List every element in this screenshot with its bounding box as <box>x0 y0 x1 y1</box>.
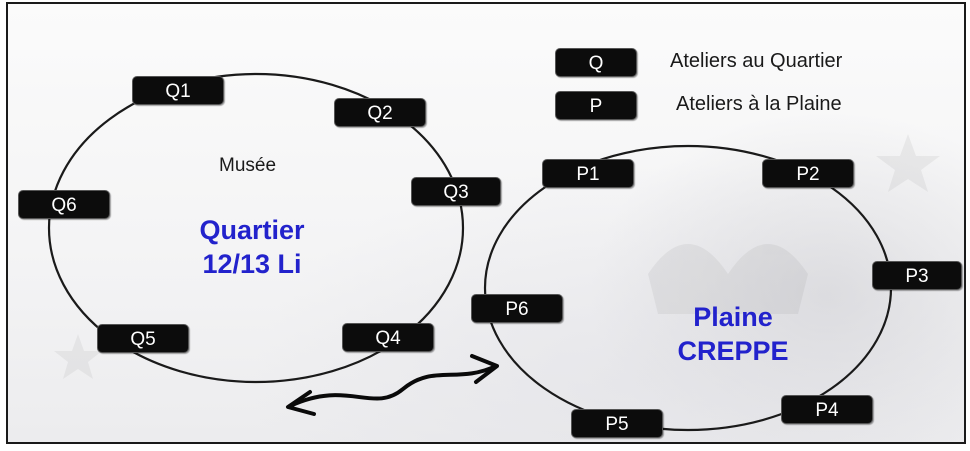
legend-key-p: P <box>555 91 637 120</box>
node-p4: P4 <box>781 395 873 424</box>
diagram-lines <box>47 72 940 432</box>
node-q6: Q6 <box>18 190 110 219</box>
arrow-head-right <box>470 354 499 384</box>
plaine-title-line1: Plaine <box>693 302 773 332</box>
legend-key-q: Q <box>555 48 637 77</box>
node-p2: P2 <box>762 159 854 188</box>
diagram-frame: Q Ateliers au Quartier P Ateliers à la P… <box>6 2 966 444</box>
watermark-decoration <box>54 134 940 379</box>
quartier-title: Quartier 12/13 Li <box>182 213 322 281</box>
node-q4: Q4 <box>342 323 434 352</box>
connector-arrow <box>288 364 498 408</box>
legend-text-quartier: Ateliers au Quartier <box>670 50 843 72</box>
node-q1: Q1 <box>132 76 224 105</box>
arrow-head-left <box>286 390 316 416</box>
plaine-title: Plaine CREPPE <box>658 300 808 368</box>
quartier-circle <box>47 72 465 384</box>
legend-text-plaine: Ateliers à la Plaine <box>676 93 842 115</box>
node-p6: P6 <box>471 294 563 323</box>
node-p1: P1 <box>542 159 634 188</box>
museum-label: Musée <box>219 155 277 176</box>
node-q5: Q5 <box>97 324 189 353</box>
plaine-title-line2: CREPPE <box>677 336 789 366</box>
node-q2: Q2 <box>334 98 426 127</box>
node-p5: P5 <box>571 409 663 438</box>
node-p3: P3 <box>872 261 962 290</box>
node-q3: Q3 <box>411 177 501 206</box>
quartier-title-line1: Quartier <box>199 215 305 245</box>
quartier-title-line2: 12/13 Li <box>202 249 302 279</box>
